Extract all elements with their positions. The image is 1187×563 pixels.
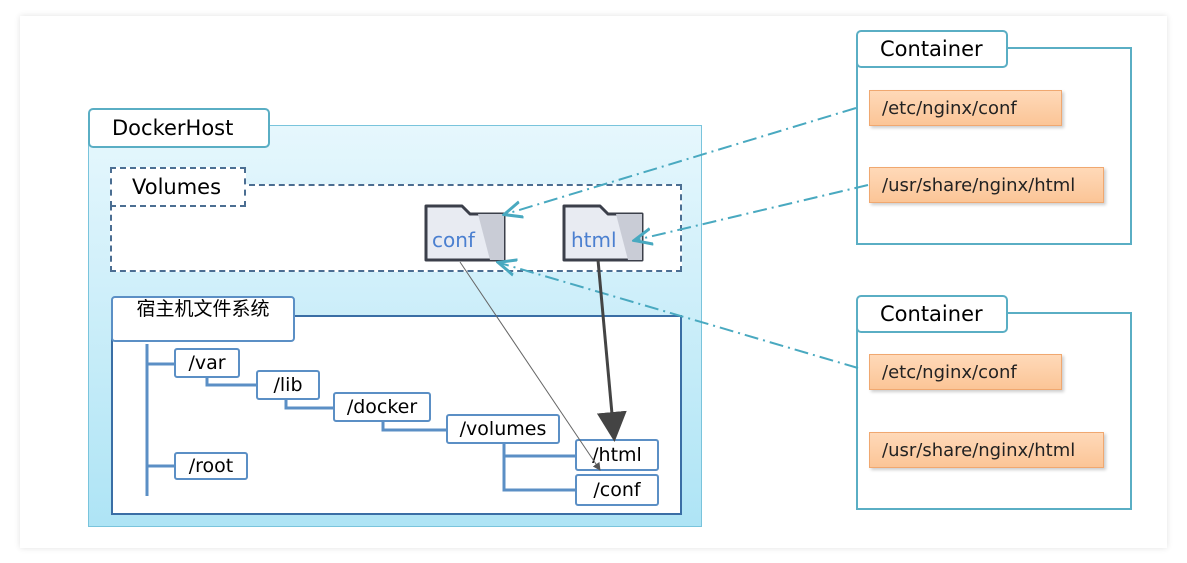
container-2-frame [856,312,1132,510]
dockerhost-title: DockerHost [88,108,270,148]
folder-label-html: html [571,228,617,252]
path-lib: /lib [256,370,320,400]
container-2-conf-path: /etc/nginx/conf [869,354,1062,390]
path-root: /root [174,452,248,480]
path-volumes: /volumes [446,414,560,444]
container-2-title: Container [856,295,1008,333]
path-var: /var [174,348,240,378]
folder-label-conf: conf [432,228,475,252]
container-2-html-path: /usr/share/nginx/html [869,432,1104,468]
container-1-title: Container [856,30,1008,68]
path-docker: /docker [333,392,431,422]
path-html: /html [575,439,659,471]
container-1-html-path: /usr/share/nginx/html [869,167,1104,203]
container-1-frame [856,47,1132,245]
volumes-title: Volumes [110,167,246,207]
container-1-conf-path: /etc/nginx/conf [869,90,1062,126]
host-fs-title: 宿主机文件系统 [111,296,295,342]
path-conf: /conf [575,474,659,506]
